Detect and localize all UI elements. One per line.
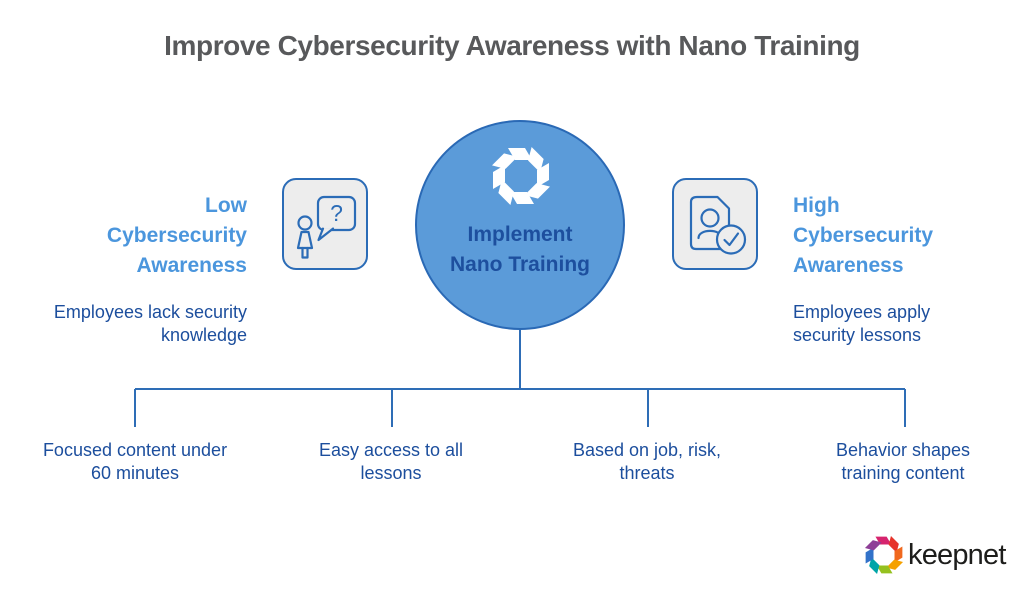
heading-line: High bbox=[793, 194, 840, 217]
page-title: Improve Cybersecurity Awareness with Nan… bbox=[164, 30, 860, 61]
speech-bubble bbox=[316, 195, 357, 232]
heading-line: Low bbox=[205, 194, 247, 217]
high-awareness-icon-box bbox=[672, 178, 758, 270]
check-mark bbox=[723, 232, 740, 247]
low-awareness-icon-box: ? bbox=[282, 178, 368, 270]
heading-line: Awareness bbox=[136, 254, 247, 277]
branch-label-behavior: Behavior shapes training content bbox=[793, 439, 1013, 485]
branch-label-line: Focused content under bbox=[42, 440, 228, 460]
nano-training-circle: Implement Nano Training bbox=[415, 120, 625, 330]
person-torso bbox=[296, 230, 314, 250]
person-legs bbox=[301, 246, 309, 259]
keepnet-pinwheel-blades bbox=[864, 535, 904, 575]
heading-line: Cybersecurity bbox=[793, 224, 934, 247]
description-line: Employees lack security bbox=[53, 302, 247, 322]
high-awareness-description: Employees apply security lessons bbox=[793, 301, 1003, 347]
id-card-check-icon bbox=[689, 195, 747, 255]
card-person-head bbox=[700, 208, 720, 228]
circle-label-line: Implement bbox=[467, 223, 573, 246]
low-awareness-heading: Low Cybersecurity Awareness bbox=[82, 191, 247, 281]
person-head bbox=[297, 215, 313, 231]
low-awareness-description: Employees lack security knowledge bbox=[20, 301, 247, 347]
heading-line: Cybersecurity bbox=[106, 224, 247, 247]
description-line: security lessons bbox=[793, 325, 922, 345]
branch-label-line: Based on job, risk, bbox=[572, 440, 722, 460]
speech-bubble-tail bbox=[317, 227, 335, 242]
keepnet-wordmark: keepnet bbox=[908, 538, 1006, 571]
question-mark-glyph: ? bbox=[330, 200, 343, 226]
branch-label-focused-content: Focused content under 60 minutes bbox=[25, 439, 245, 485]
keepnet-pinwheel-icon bbox=[864, 535, 904, 575]
branch-label-job-risk: Based on job, risk, threats bbox=[537, 439, 757, 485]
branch-label-line: Behavior shapes bbox=[835, 440, 971, 460]
high-awareness-heading: High Cybersecurity Awareness bbox=[793, 191, 973, 281]
description-line: Employees apply bbox=[793, 302, 931, 322]
branch-label-easy-access: Easy access to all lessons bbox=[281, 439, 501, 485]
description-line: knowledge bbox=[160, 325, 247, 345]
person-question-icon: ? bbox=[296, 195, 357, 259]
branch-label-line: Easy access to all bbox=[318, 440, 464, 460]
circle-label-line: Nano Training bbox=[449, 253, 590, 276]
keepnet-logo: keepnet bbox=[863, 533, 1006, 577]
circle-label: Implement Nano Training bbox=[417, 220, 623, 280]
nano-pinwheel-icon bbox=[492, 147, 550, 205]
pinwheel-blades bbox=[492, 147, 550, 205]
branch-label-line: 60 minutes bbox=[90, 463, 180, 483]
branch-label-line: training content bbox=[841, 463, 965, 483]
branch-label-line: lessons bbox=[360, 463, 422, 483]
heading-line: Awareness bbox=[793, 254, 904, 277]
branch-label-line: threats bbox=[619, 463, 675, 483]
